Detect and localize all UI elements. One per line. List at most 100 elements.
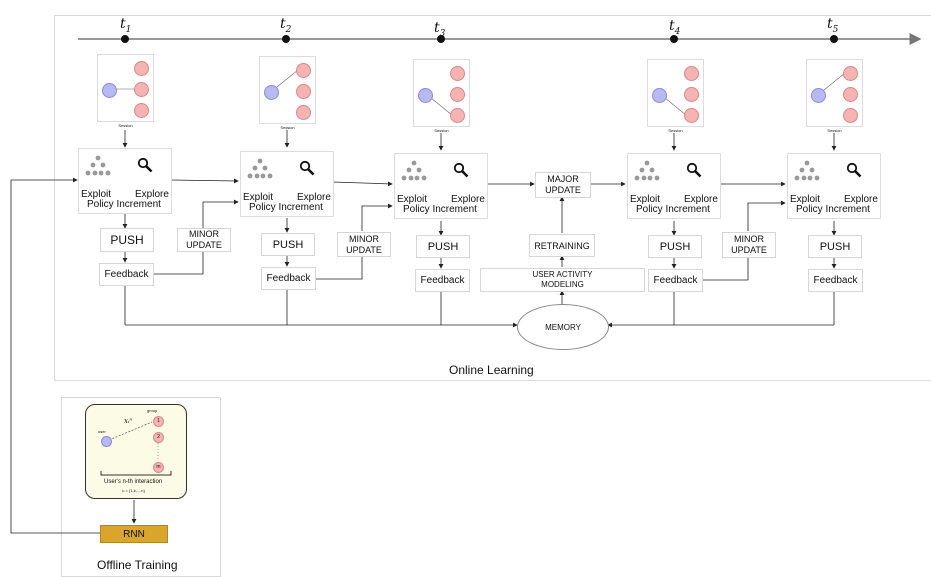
item-node: [134, 61, 149, 76]
user-node: [264, 85, 279, 100]
offline-diagram: user group xᵢⁿ 1 2 m User's n-th interac…: [85, 404, 187, 499]
policy-box-2: Exploit Explore Policy Increment: [240, 151, 334, 217]
timeline-dot: [282, 35, 290, 43]
item-node: [843, 66, 858, 81]
feedback-box-1: Feedback: [99, 263, 154, 286]
push-box-5: PUSH: [808, 235, 862, 258]
magnifier-icon: [453, 162, 469, 178]
rnn-box: RNN: [100, 525, 168, 543]
magnifier-icon: [137, 157, 153, 173]
policy-increment-label: Policy Increment: [796, 204, 870, 215]
feedback-box-4: Feedback: [648, 269, 703, 292]
minor-update-line2: UPDATE: [186, 240, 222, 250]
item-node: [296, 63, 311, 78]
minor-update-line2: UPDATE: [346, 244, 382, 255]
user-node: [418, 88, 433, 103]
policy-box-4: Exploit Explore Policy Increment: [627, 153, 721, 219]
online-learning-panel: [54, 15, 931, 381]
item-node: [450, 108, 465, 123]
policy-increment-label: Policy Increment: [403, 204, 477, 215]
tree-icon: [634, 160, 660, 181]
exploit-label: Exploit: [790, 194, 821, 205]
timeline-label-t3: t3: [434, 20, 446, 39]
item-node: [134, 103, 149, 118]
policy-box-5: Exploit Explore Policy Increment: [787, 153, 881, 219]
offline-item-node: 2: [153, 432, 164, 443]
policy-increment-label: Policy Increment: [87, 199, 161, 210]
session-caption: Session: [280, 125, 295, 130]
timeline-dot: [437, 35, 445, 43]
offline-user-label: user: [98, 429, 106, 434]
session-caption: Session: [118, 123, 133, 128]
push-box-2: PUSH: [261, 233, 315, 256]
offline-interaction-caption: User's n-th interaction: [104, 479, 163, 485]
magnifier-icon: [846, 162, 862, 178]
feedback-box-2: Feedback: [261, 267, 316, 290]
policy-box-3: Exploit Explore Policy Increment: [394, 153, 488, 219]
exploit-label: Exploit: [81, 189, 112, 200]
tree-icon: [247, 158, 273, 179]
user-activity-line2: MODELING: [541, 280, 584, 289]
exploit-label: Exploit: [243, 192, 274, 203]
explore-label: Explore: [844, 194, 878, 205]
exploit-label: Exploit: [630, 194, 661, 205]
timeline-dot: [830, 35, 838, 43]
offline-group-label: group: [147, 408, 158, 413]
session-caption: Session: [668, 128, 683, 133]
session-diagram-5: Session: [806, 59, 863, 133]
push-box-4: PUSH: [648, 235, 702, 258]
item-node: [843, 87, 858, 102]
minor-update-line1: MINOR: [349, 233, 379, 244]
tree-icon: [401, 160, 427, 181]
offline-item-node: 1: [153, 416, 164, 427]
timeline-label-t2: t2: [280, 16, 292, 35]
minor-update-line1: MINOR: [734, 234, 764, 244]
minor-update-box-3: MINOR UPDATE: [722, 232, 776, 258]
session-diagram-3: Session: [413, 59, 470, 133]
item-node: [684, 108, 699, 123]
explore-label: Explore: [297, 192, 331, 203]
retraining-box: RETRAINING: [529, 234, 595, 257]
user-node: [652, 88, 667, 103]
policy-increment-label: Policy Increment: [249, 202, 323, 213]
policy-increment-label: Policy Increment: [636, 204, 710, 215]
session-caption: Session: [827, 128, 842, 133]
explore-label: Explore: [684, 194, 718, 205]
magnifier-icon: [686, 162, 702, 178]
offline-item-node: m: [153, 462, 164, 473]
minor-update-line1: MINOR: [189, 229, 219, 239]
user-node: [102, 83, 117, 98]
offline-item-label: m: [156, 464, 161, 470]
memory-node: MEMORY: [517, 304, 609, 350]
session-diagram-2: Session: [259, 56, 316, 130]
explore-label: Explore: [451, 194, 485, 205]
push-box-1: PUSH: [100, 228, 154, 252]
offline-user-node: [101, 436, 112, 447]
timeline-label-t4: t4: [669, 18, 681, 37]
timeline-dot: [121, 35, 129, 43]
item-node: [684, 66, 699, 81]
offline-interaction-sub: iₙ = {1,k,...,n}: [122, 488, 145, 493]
tree-icon: [85, 155, 111, 176]
minor-update-box-1: MINOR UPDATE: [177, 228, 231, 252]
item-node: [296, 105, 311, 120]
exploit-label: Exploit: [397, 194, 428, 205]
timeline-dot: [670, 35, 678, 43]
item-node: [843, 108, 858, 123]
major-update-box: MAJOR UPDATE: [535, 172, 591, 198]
online-learning-title: Online Learning: [449, 363, 534, 377]
user-activity-line1: USER ACTIVITY: [532, 270, 593, 279]
session-diagram-4: Session: [647, 59, 704, 133]
timeline-label-t1: t1: [120, 16, 132, 35]
tree-icon: [794, 160, 820, 181]
item-node: [684, 87, 699, 102]
item-node: [450, 87, 465, 102]
feedback-box-5: Feedback: [808, 269, 863, 292]
major-update-line1: MAJOR: [547, 174, 579, 184]
user-activity-modeling-box: USER ACTIVITY MODELING: [480, 268, 645, 292]
magnifier-icon: [299, 160, 315, 176]
minor-update-box-2: MINOR UPDATE: [337, 232, 391, 257]
session-caption: Session: [434, 128, 449, 133]
session-diagram-1: Session: [97, 54, 154, 128]
